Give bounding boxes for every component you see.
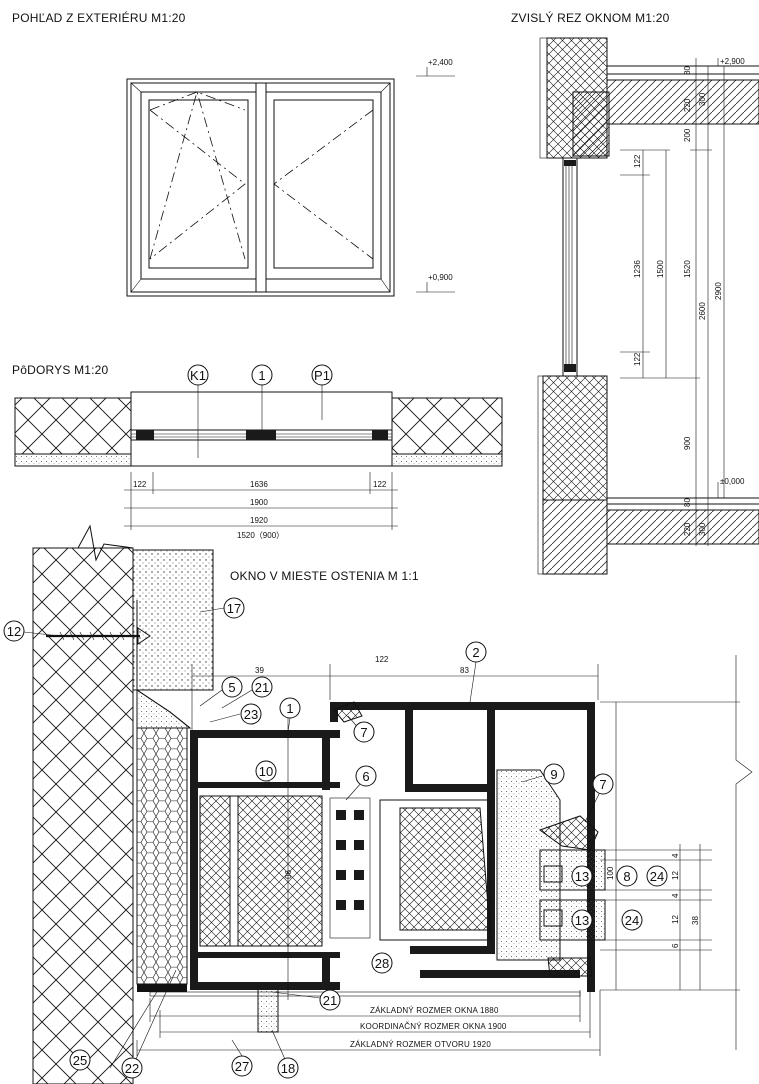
callout-13-top: 13 (575, 869, 589, 884)
plan-dim-1520-900: 1520（900） (237, 531, 284, 540)
section-dim-122-bottom: 122 (633, 352, 642, 366)
plan-label-1: 1 (258, 368, 265, 383)
callout-7-right: 7 (599, 777, 606, 792)
detail-dim-4b: 4 (671, 893, 680, 898)
callout-23: 23 (244, 707, 258, 722)
detail-dim-90: 90 (283, 870, 292, 879)
callout-1: 1 (286, 701, 293, 716)
detail-dim-122: 122 (375, 655, 389, 664)
section-dim-900: 900 (683, 436, 692, 450)
note-zakladny-otvoru: ZÁKLADNÝ ROZMER OTVORU 1920 (350, 1040, 491, 1049)
callout-6: 6 (362, 769, 369, 784)
exterior-view: +2,400 +0,900 (126, 58, 455, 297)
callout-21-top: 21 (255, 680, 269, 695)
section-dim-122-top: 122 (633, 154, 642, 168)
vertical-section: +2,900 ±0,000 80 220 300 200 122 1236 15 (537, 37, 759, 575)
section-dim-300-top: 300 (698, 92, 707, 106)
section-dim-80-bottom: 80 (683, 498, 692, 507)
callouts: 12 17 5 21 23 1 2 7 10 6 9 7 13 (3, 597, 668, 1079)
callout-22: 22 (125, 1061, 139, 1076)
note-koordinacny: KOORDINAČNÝ ROZMER OKNA 1900 (360, 1022, 507, 1031)
exterior-level-bottom: +0,900 (428, 273, 453, 282)
floor-plan: K1 1 P1 122 1636 122 1900 1920 1520（900） (14, 364, 503, 540)
detail-dim-4a: 4 (671, 853, 680, 858)
detail-dim-39: 39 (255, 666, 264, 675)
callout-21-bottom: 21 (323, 993, 337, 1008)
callout-13-bottom: 13 (575, 913, 589, 928)
section-dim-220-top: 220 (683, 98, 692, 112)
plan-label-p1: P1 (314, 368, 330, 383)
callout-9: 9 (550, 767, 557, 782)
exterior-level-top: +2,400 (428, 58, 453, 67)
section-dim-80-top: 80 (683, 66, 692, 75)
plan-dim-122-right: 122 (373, 480, 387, 489)
section-dim-2900: 2900 (714, 282, 723, 300)
section-dim-1500: 1500 (656, 260, 665, 278)
vertical-section-title: ZVISLÝ REZ OKNOM M1:20 (511, 10, 670, 25)
plan-dim-1636: 1636 (250, 480, 268, 489)
callout-17: 17 (227, 601, 241, 616)
callout-18: 18 (281, 1061, 295, 1076)
plan-dim-1900: 1900 (250, 498, 268, 507)
section-dim-200: 200 (683, 128, 692, 142)
window-profile (190, 701, 606, 1000)
section-level-top: +2,900 (720, 57, 745, 66)
detail-dim-12b: 12 (671, 915, 680, 924)
callout-8: 8 (623, 869, 630, 884)
callout-5: 5 (228, 680, 235, 695)
section-dim-300-bottom: 300 (698, 522, 707, 536)
note-zakladny-okna: ZÁKLADNÝ ROZMER OKNA 1880 (370, 1006, 499, 1015)
detail-dim-6: 6 (671, 943, 680, 948)
callout-24-top: 24 (650, 869, 664, 884)
callout-2: 2 (472, 645, 479, 660)
plan-label-k1: K1 (190, 368, 206, 383)
plan-dim-1920: 1920 (250, 516, 268, 525)
detail-dim-83: 83 (460, 666, 469, 675)
callout-7-top: 7 (360, 725, 367, 740)
detail-dim-38: 38 (691, 916, 700, 925)
callout-12: 12 (7, 624, 21, 639)
callout-27: 27 (235, 1059, 249, 1074)
section-dim-2600: 2600 (698, 302, 707, 320)
floor-plan-title: PôDORYS M1:20 (12, 363, 109, 377)
section-level-bottom: ±0,000 (720, 477, 745, 486)
callout-10: 10 (259, 764, 273, 779)
detail-dim-100: 100 (606, 866, 615, 880)
exterior-view-title: POHĽAD Z EXTERIÉRU M1:20 (12, 10, 186, 25)
section-dim-1520: 1520 (683, 260, 692, 278)
detail-dim-12a: 12 (671, 871, 680, 880)
detail-section: 39 122 83 90 100 4 12 4 12 6 38 ZÁKLADNÝ… (3, 524, 753, 1084)
section-dim-1236: 1236 (633, 260, 642, 278)
callout-25: 25 (73, 1053, 87, 1068)
detail-title: OKNO V MIESTE OSTENIA M 1:1 (230, 569, 419, 583)
section-dim-220-bottom: 220 (683, 522, 692, 536)
callout-24-bottom: 24 (625, 913, 639, 928)
callout-28: 28 (375, 956, 389, 971)
plan-dim-122-left: 122 (133, 480, 147, 489)
